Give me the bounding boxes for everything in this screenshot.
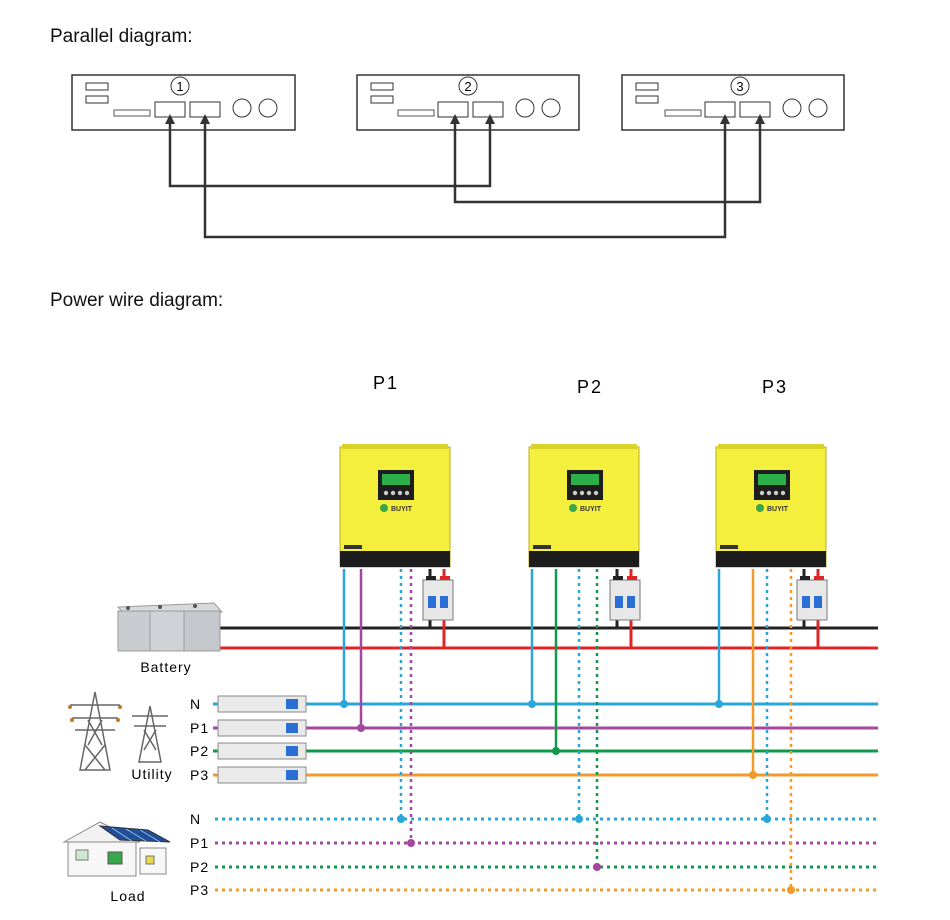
- unit-number-2: 2: [464, 79, 471, 94]
- utility-label-n: N: [190, 696, 201, 712]
- inverter-label-p1: P1: [373, 373, 399, 393]
- utility-label-p3: P3: [190, 767, 209, 783]
- buyit-logo-icon: [380, 504, 388, 512]
- utility-breakers: [217, 695, 307, 784]
- utility-label-p1: P1: [190, 720, 209, 736]
- load-label-n: N: [190, 811, 201, 827]
- load-label-p2: P2: [190, 859, 209, 875]
- parallel-arrowheads: [165, 114, 765, 124]
- tower-icon: [132, 705, 168, 763]
- breaker-icon: [422, 576, 454, 621]
- parallel-unit-3: 3: [621, 74, 845, 131]
- inverter-p1: BUYIT: [339, 444, 451, 568]
- load-label-p1: P1: [190, 835, 209, 851]
- inverter-label-p3: P3: [762, 377, 788, 397]
- utility-label-p2: P2: [190, 743, 209, 759]
- breaker-icon: [609, 576, 641, 621]
- power-wire-diagram-heading: Power wire diagram:: [50, 290, 224, 311]
- inverter-brand-p3: BUYIT: [767, 506, 789, 513]
- parallel-unit-1: 1: [71, 74, 296, 131]
- tower-icon: [68, 691, 122, 771]
- house-solar-icon: [62, 821, 171, 877]
- unit-number-3: 3: [736, 79, 743, 94]
- parallel-cables: [168, 118, 762, 239]
- inverter-brand-p1: BUYIT: [391, 506, 413, 513]
- inverter-label-p2: P2: [577, 377, 603, 397]
- junction-dots: [340, 700, 795, 894]
- inverter-p2: BUYIT: [528, 444, 640, 568]
- inverter-p3: BUYIT: [715, 444, 827, 568]
- load-label-p3: P3: [190, 882, 209, 898]
- unit-number-1: 1: [176, 79, 183, 94]
- breaker-icon: [796, 576, 828, 621]
- parallel-unit-2: 2: [356, 74, 580, 131]
- battery-bank-icon: [116, 602, 224, 652]
- parallel-diagram-heading: Parallel diagram:: [50, 26, 193, 47]
- buyit-logo-icon: [756, 504, 764, 512]
- buyit-logo-icon: [569, 504, 577, 512]
- parallel-diagram: 1 2 3: [71, 74, 845, 239]
- ac-output-verticals: [399, 569, 793, 890]
- battery-label: Battery: [140, 659, 191, 675]
- utility-label: Utility: [131, 766, 172, 782]
- inverter-brand-p2: BUYIT: [580, 506, 602, 513]
- load-label: Load: [110, 888, 145, 904]
- ac-input-verticals: [342, 569, 755, 775]
